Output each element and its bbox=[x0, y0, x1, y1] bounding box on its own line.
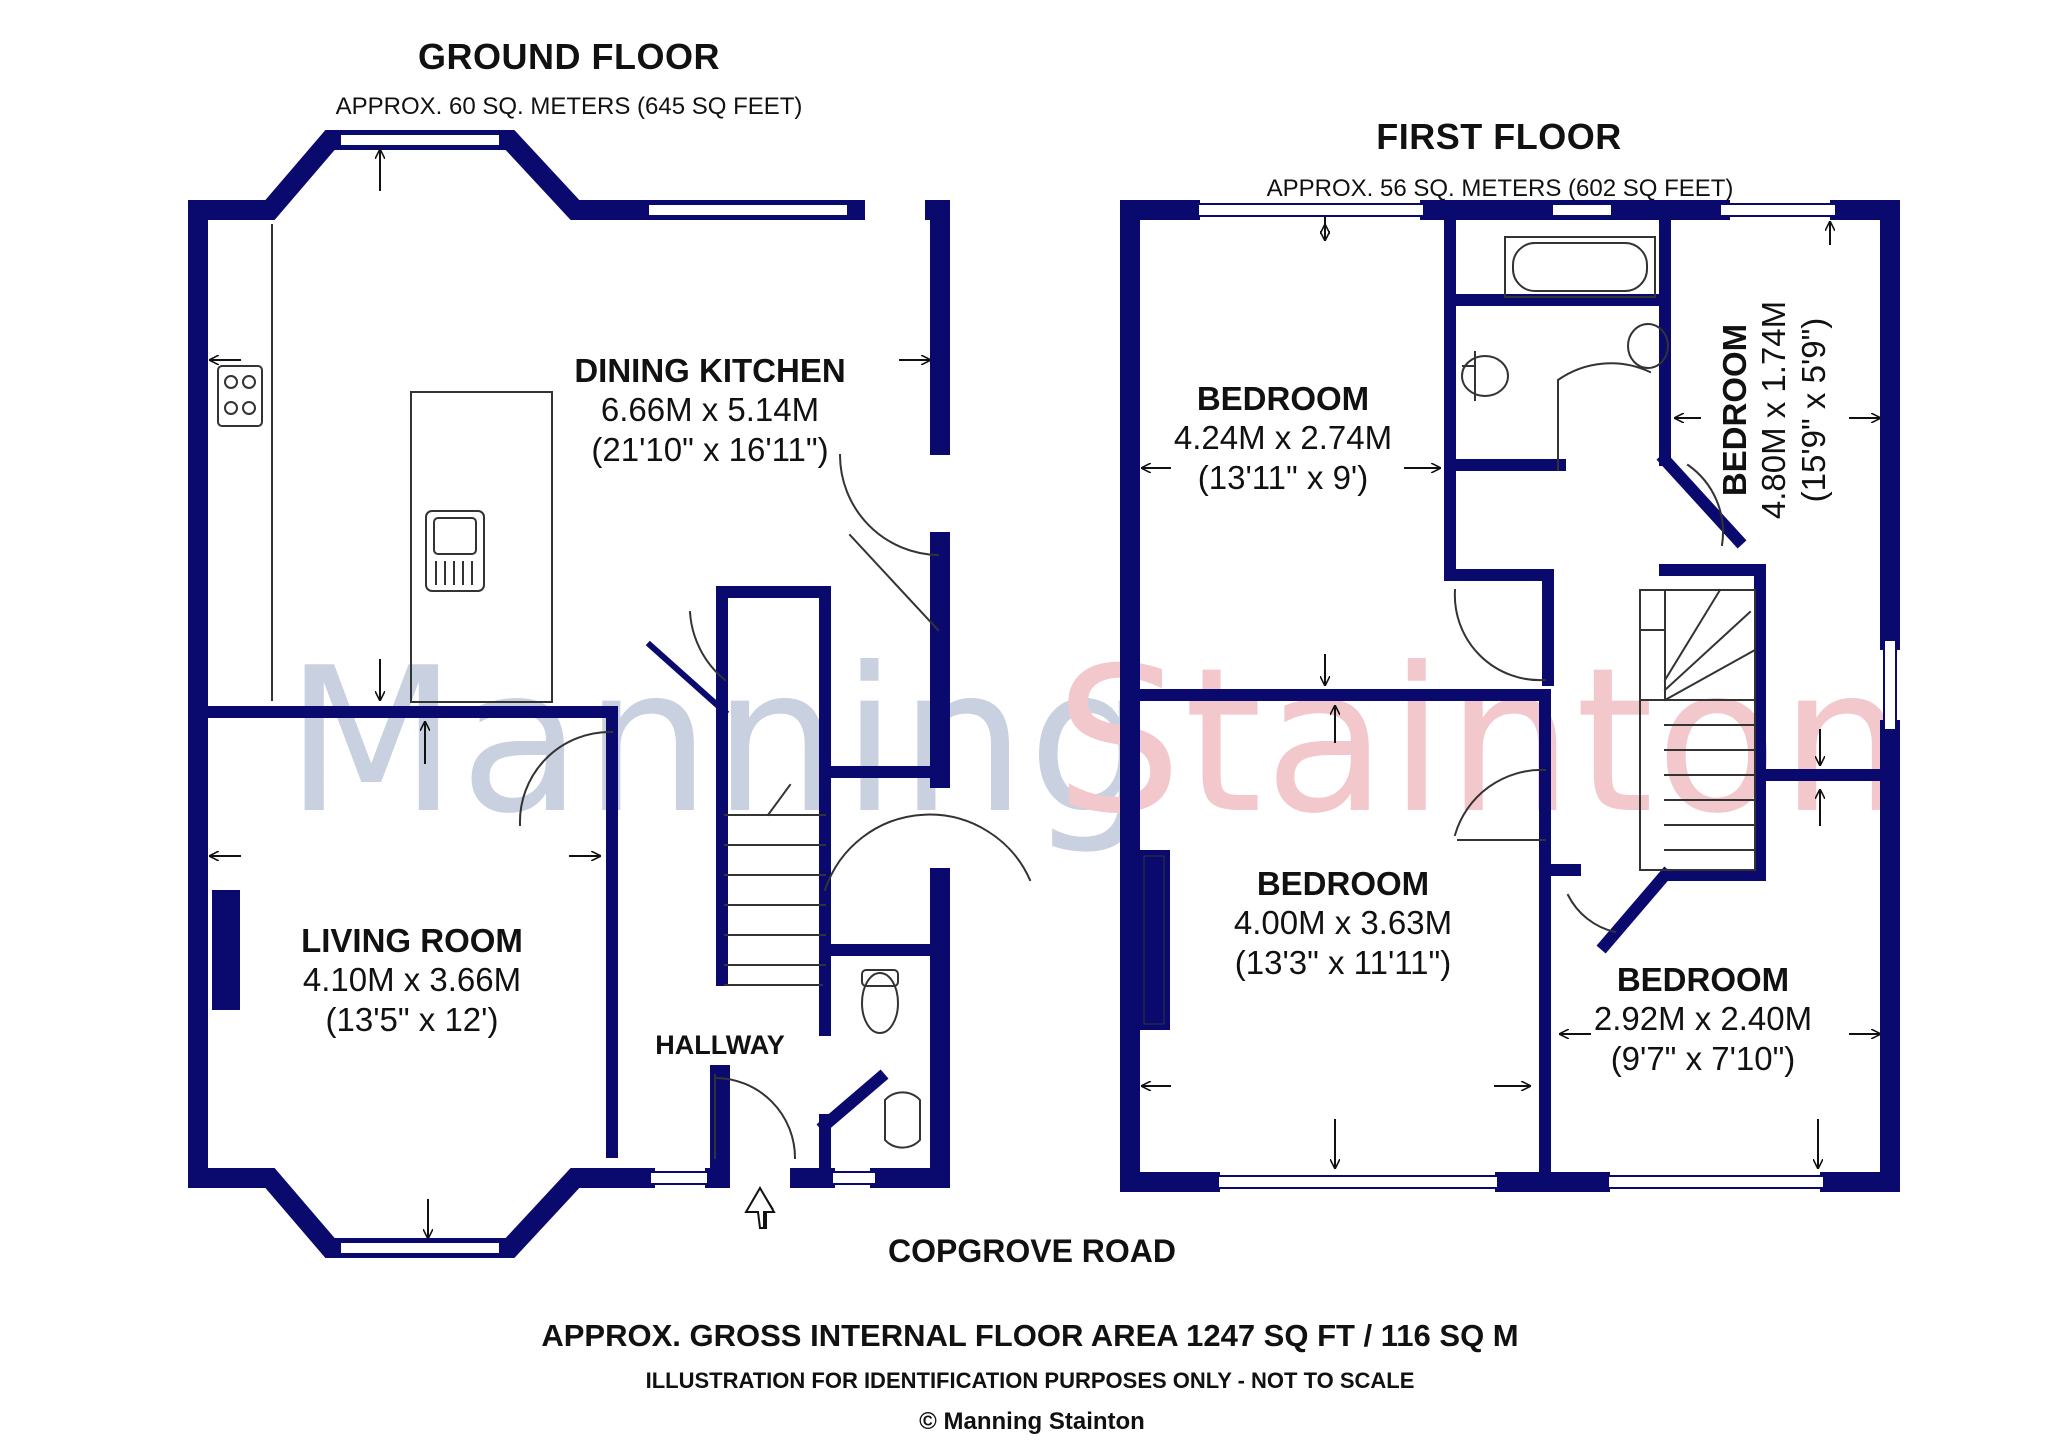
room-metric: 4.80M x 1.74M bbox=[1755, 300, 1792, 520]
room-bedroom-4: BEDROOM 2.92M x 2.40M (9'7" x 7'10") bbox=[1594, 961, 1812, 1079]
ground-floor-dimension-arrows bbox=[209, 149, 931, 1239]
fireplace bbox=[212, 890, 240, 1010]
room-imperial: (15'9" x 5'9") bbox=[1795, 317, 1832, 503]
room-imperial: (9'7" x 7'10") bbox=[1610, 1040, 1796, 1077]
room-name: BEDROOM bbox=[1616, 961, 1790, 998]
first-floor-title: FIRST FLOOR bbox=[1376, 116, 1622, 157]
road-name: COPGROVE ROAD bbox=[887, 1233, 1177, 1269]
room-metric: 2.92M x 2.40M bbox=[1593, 1000, 1813, 1037]
bathroom-fittings bbox=[1461, 236, 1669, 471]
room-dining-kitchen: DINING KITCHEN 6.66M x 5.14M (21'10" x 1… bbox=[574, 352, 845, 470]
disclaimer: ILLUSTRATION FOR IDENTIFICATION PURPOSES… bbox=[645, 1368, 1415, 1393]
room-name: BEDROOM bbox=[1196, 380, 1370, 417]
gross-internal-area: APPROX. GROSS INTERNAL FLOOR AREA 1247 S… bbox=[541, 1318, 1519, 1353]
ground-wc-fittings bbox=[861, 969, 921, 1149]
room-bedroom-3: BEDROOM 4.00M x 3.63M (13'3" x 11'11") bbox=[1234, 865, 1452, 983]
first-floor-inner-walls bbox=[1124, 209, 1896, 1188]
wardrobe bbox=[1140, 850, 1170, 1030]
ground-floor-stairs bbox=[724, 783, 826, 986]
room-bedroom-1: BEDROOM 4.24M x 2.74M (13'11" x 9') bbox=[1174, 380, 1392, 498]
ground-floor-doors bbox=[518, 453, 1032, 1160]
room-imperial: (13'3" x 11'11") bbox=[1234, 944, 1452, 981]
room-name: BEDROOM bbox=[1256, 865, 1430, 902]
room-metric: 4.10M x 3.66M bbox=[302, 961, 522, 998]
ground-floor-inner-walls bbox=[192, 586, 944, 1184]
room-imperial: (13'5" x 12') bbox=[325, 1001, 499, 1038]
ground-floor-windows bbox=[270, 133, 877, 1255]
first-floor-area: APPROX. 56 SQ. METERS (602 SQ FEET) bbox=[1266, 175, 1734, 202]
room-imperial: (13'11" x 9') bbox=[1197, 459, 1369, 496]
ground-floor-area: APPROX. 60 SQ. METERS (645 SQ FEET) bbox=[335, 93, 803, 120]
room-bedroom-2: BEDROOM 4.80M x 1.74M (15'9" x 5'9") bbox=[1716, 301, 1834, 519]
copyright: © Manning Stainton bbox=[919, 1408, 1145, 1435]
room-name: LIVING ROOM bbox=[301, 922, 523, 959]
first-floor-dimension-arrows bbox=[1141, 217, 1881, 1169]
room-living-room: LIVING ROOM 4.10M x 3.66M (13'5" x 12') bbox=[301, 922, 523, 1040]
first-floor-doors bbox=[1453, 463, 1724, 934]
room-metric: 4.24M x 2.74M bbox=[1173, 419, 1393, 456]
first-floor-windows bbox=[1197, 203, 1897, 1189]
room-imperial: (21'10" x 16'11") bbox=[591, 431, 829, 468]
ground-floor-plan bbox=[188, 130, 1032, 1258]
kitchen-fittings bbox=[217, 224, 553, 703]
first-floor-plan bbox=[1120, 200, 1900, 1192]
ground-floor-title: GROUND FLOOR bbox=[418, 36, 720, 77]
room-metric: 6.66M x 5.14M bbox=[600, 391, 820, 428]
room-name: BEDROOM bbox=[1716, 323, 1753, 497]
room-name: DINING KITCHEN bbox=[574, 352, 846, 389]
room-metric: 4.00M x 3.63M bbox=[1233, 904, 1453, 941]
first-floor-stairs bbox=[1639, 588, 1757, 871]
room-hallway: HALLWAY bbox=[655, 1030, 785, 1060]
